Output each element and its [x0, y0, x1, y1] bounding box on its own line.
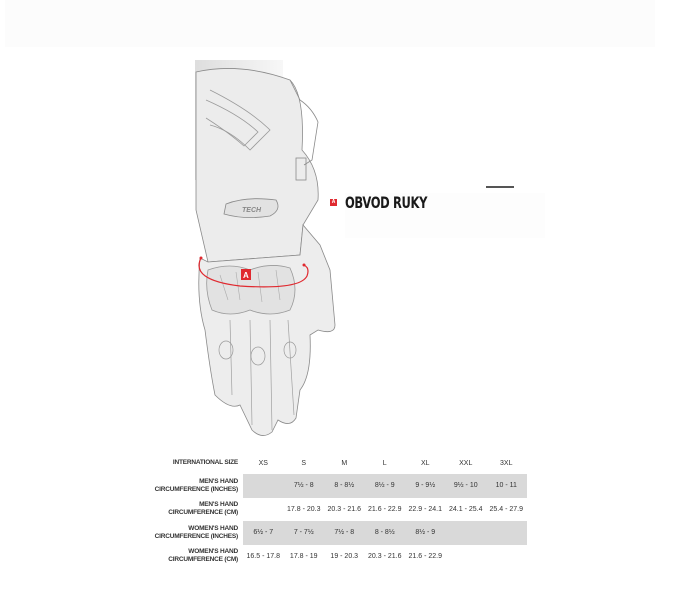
- table-cell: 21.6 - 22.9: [368, 505, 402, 513]
- table-cell: [243, 498, 284, 522]
- table-cell: 22.9 - 24.1: [408, 505, 442, 513]
- legend-line: [486, 186, 514, 188]
- header-label: INTERNATIONAL SIZE: [172, 459, 238, 466]
- size-l: L: [382, 459, 387, 467]
- size-3xl: 3XL: [500, 459, 513, 467]
- table-cell: 8 - 8½: [324, 474, 365, 498]
- table-cell: [243, 474, 284, 498]
- table-cell: [445, 521, 486, 545]
- size-s: S: [301, 459, 307, 467]
- table-cell: 9½ - 10: [445, 474, 486, 498]
- legend-marker-badge: A: [330, 199, 337, 206]
- table-cell: 7 - 7½: [283, 521, 324, 545]
- measurement-arc: [198, 257, 309, 288]
- glove-logo: TECH: [242, 207, 262, 214]
- table-cell: 21.6 - 22.9: [408, 552, 442, 560]
- table-cell: 8½ - 9: [405, 521, 446, 545]
- measurement-marker: A: [243, 271, 249, 280]
- table-cell: 7½ - 8: [324, 521, 365, 545]
- table-cell: 20.3 - 21.6: [368, 552, 402, 560]
- table-cell: [446, 545, 487, 569]
- size-xl: XL: [420, 459, 430, 467]
- table-cell: [486, 545, 527, 569]
- size-xs: XS: [258, 459, 268, 467]
- measurement-legend: A OBVOD RUKY: [330, 193, 459, 212]
- table-cell: [486, 521, 527, 545]
- table-cell: 6½ - 7: [243, 521, 284, 545]
- glove-illustration: TECH A: [195, 60, 336, 436]
- table-cell: 25.4 - 27.9: [489, 505, 523, 513]
- table-cell: 8 - 8½: [364, 521, 405, 545]
- size-m: M: [341, 459, 348, 467]
- table-cell: 19 - 20.3: [330, 552, 359, 560]
- legend-background: [345, 193, 545, 238]
- legend-label: OBVOD RUKY: [345, 193, 428, 212]
- table-cell: 8½ - 9: [364, 474, 405, 498]
- table-cell: 10 - 11: [486, 474, 527, 498]
- size-chart-table: INTERNATIONAL SIZE XS S M L XL XXL 3XL M…: [150, 452, 527, 568]
- size-xxl: XXL: [459, 459, 473, 467]
- table-cell: 24.1 - 25.4: [449, 505, 483, 513]
- table-cell: 7½ - 8: [283, 474, 324, 498]
- table-cell: 20.3 - 21.6: [327, 505, 361, 513]
- table-cell: 9 - 9½: [405, 474, 446, 498]
- table-cell: 16.5 - 17.8: [246, 552, 280, 560]
- table-header-row: INTERNATIONAL SIZE XS S M L XL XXL 3XL: [150, 452, 527, 474]
- table-cell: 17.8 - 20.3: [287, 505, 321, 513]
- top-band: [5, 0, 655, 47]
- table-cell: 17.8 - 19: [289, 552, 318, 560]
